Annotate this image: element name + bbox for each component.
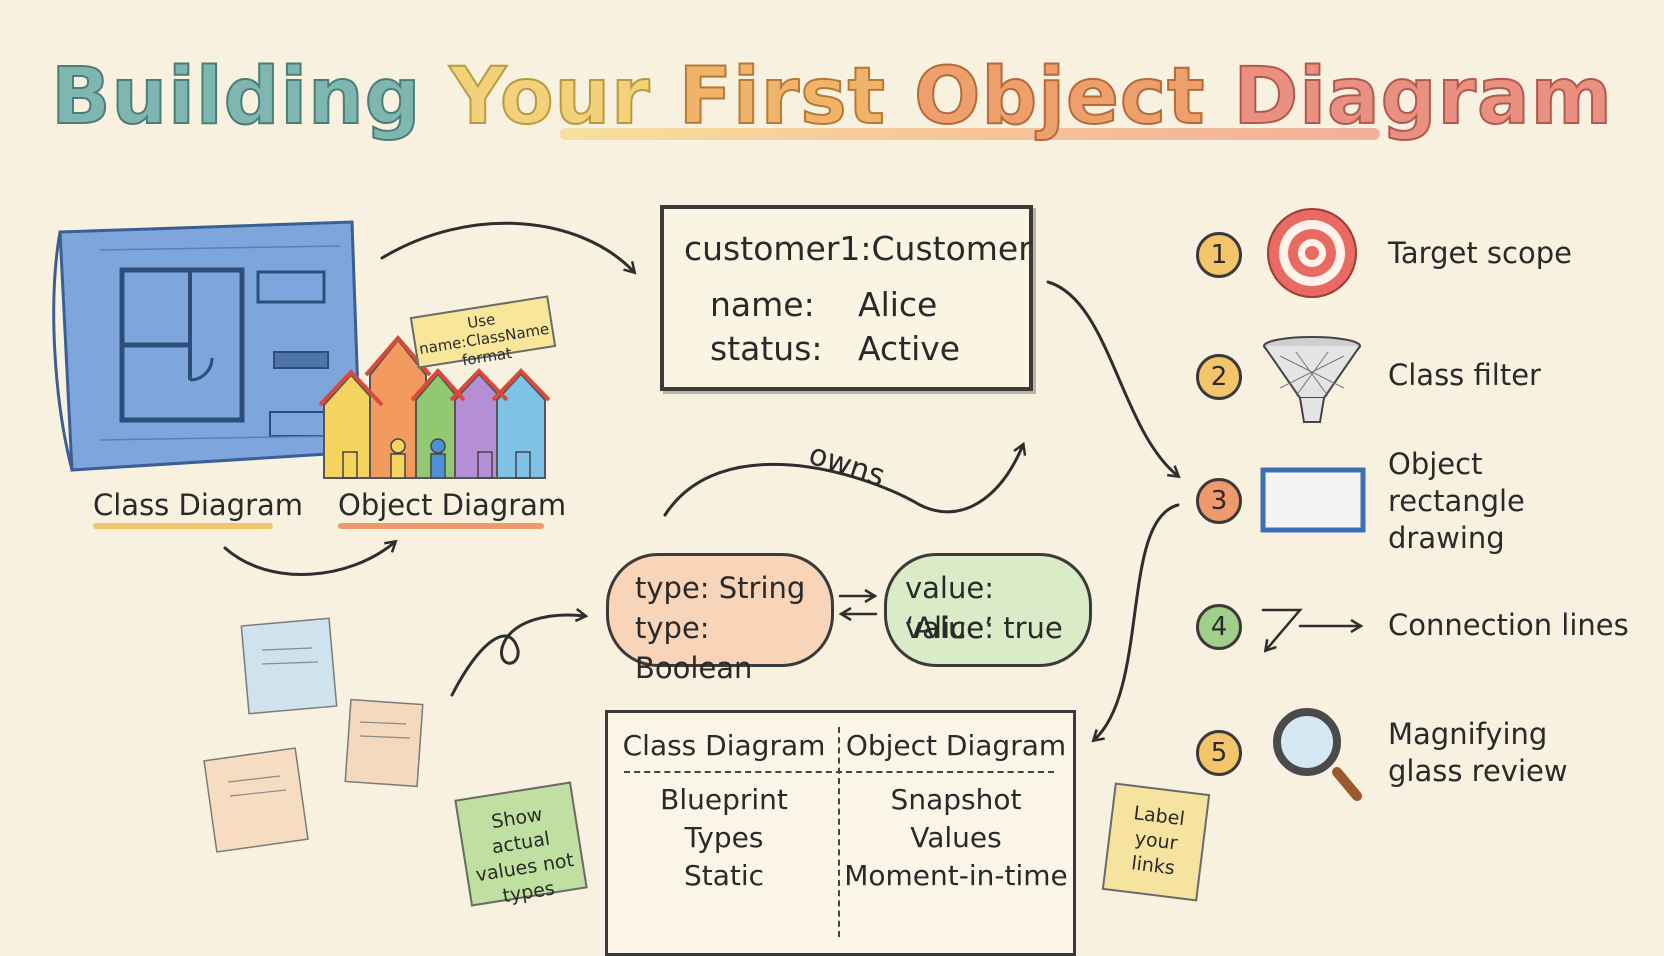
connection-lines-icon xyxy=(1261,608,1360,650)
rectangle-icon xyxy=(1260,467,1366,533)
attr-value: Active xyxy=(858,329,961,368)
target-icon xyxy=(1267,208,1357,298)
object-header: customer1:Customer xyxy=(684,229,1032,268)
diagram-drawing-layer xyxy=(52,208,1366,853)
title-word: Diagram xyxy=(1233,51,1613,143)
class-diagram-underline xyxy=(93,523,273,529)
step-number-1: 1 xyxy=(1196,232,1242,278)
table-cell: Types xyxy=(684,821,764,854)
step-number-2: 2 xyxy=(1196,354,1242,400)
step-number-3: 3 xyxy=(1196,478,1242,524)
table-cell: Moment-in-time xyxy=(844,859,1068,892)
step-label-class-filter: Class filter xyxy=(1388,358,1541,392)
title-word: Object xyxy=(913,51,1206,143)
attr-key: name: xyxy=(710,285,815,324)
object-diagram-underline xyxy=(338,523,544,529)
step-label-object-rectangle: Object rectangle drawing xyxy=(1388,447,1525,555)
table-column-divider xyxy=(838,727,840,937)
page-title: Building Your First Object Diagram xyxy=(0,51,1664,143)
title-word: Your xyxy=(449,51,651,143)
title-underline xyxy=(560,128,1380,140)
title-word: First xyxy=(678,51,886,143)
table-cell: Static xyxy=(683,859,765,892)
type-line: type: Boolean xyxy=(635,611,753,685)
type-line: type: String xyxy=(635,571,806,605)
table-cell: Blueprint xyxy=(660,783,788,816)
funnel-icon xyxy=(1263,336,1361,423)
attr-value: Alice xyxy=(858,285,938,324)
class-diagram-label: Class Diagram xyxy=(93,488,304,522)
object-box: customer1:Customer name: Alice status: A… xyxy=(660,205,1033,391)
table-cell: Snapshot xyxy=(890,783,1022,816)
step-label-connection-lines: Connection lines xyxy=(1388,608,1629,642)
table-cell: Values xyxy=(910,821,1002,854)
value-bubble: value: ‘Alice’ value: true xyxy=(884,553,1092,667)
value-line: value: ‘Alice’ xyxy=(905,571,994,645)
type-bubble: type: String type: Boolean xyxy=(606,553,834,685)
title-word: Building xyxy=(50,51,422,143)
table-header: Class Diagram xyxy=(622,729,826,762)
magnifying-glass-icon xyxy=(1273,708,1362,801)
comparison-table: Class Diagram Object Diagram Blueprint T… xyxy=(605,710,1076,956)
attr-key: status: xyxy=(710,329,823,368)
step-number-4: 4 xyxy=(1196,604,1242,650)
value-line: value: true xyxy=(905,611,1063,645)
step-label-magnifying-review: Magnifying glass review xyxy=(1388,717,1568,788)
sticky-note-green: Show actual values not types xyxy=(454,781,588,907)
step-label-target-scope: Target scope xyxy=(1388,236,1572,270)
blueprint-icon xyxy=(52,220,362,472)
sticky-note-yellow: Label your links xyxy=(1101,782,1211,902)
object-diagram-label: Object Diagram xyxy=(338,488,567,522)
houses-icon xyxy=(318,334,551,479)
step-number-5: 5 xyxy=(1196,730,1242,776)
table-header: Object Diagram xyxy=(845,729,1067,762)
